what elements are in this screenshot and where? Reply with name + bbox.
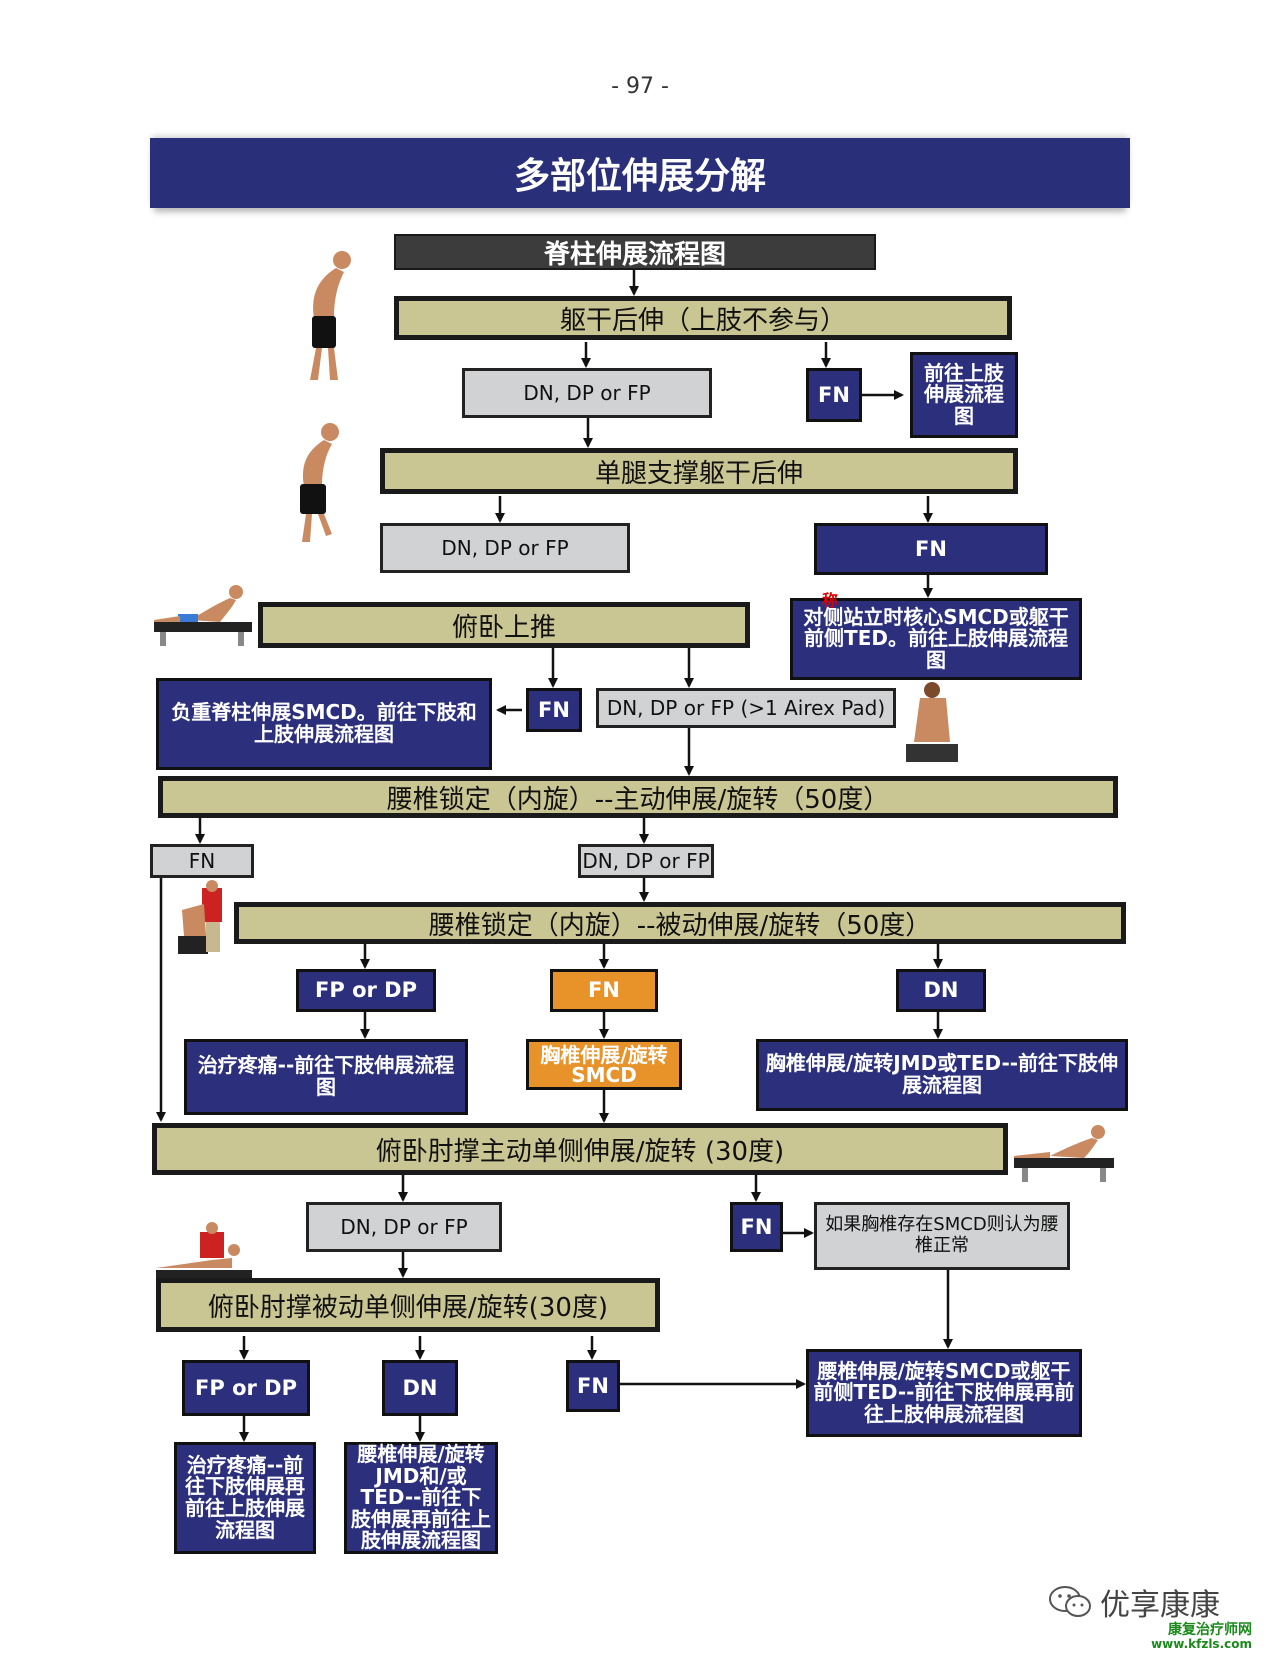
node-fn-1: FN <box>806 368 862 422</box>
node-dn-dp-fp-1: DN, DP or FP <box>462 368 712 418</box>
watermark-brand: 优享康康 <box>1100 1588 1220 1623</box>
node-lumbar-lock-active: 腰椎锁定（内旋）--主动伸展/旋转（50度） <box>158 776 1118 818</box>
prone-elbow-active-figure-icon <box>1014 1125 1114 1182</box>
node-dn-dp-fp-5: DN, DP or FP <box>306 1202 502 1252</box>
node-single-leg-extension: 单腿支撑躯干后伸 <box>380 448 1018 494</box>
node-dn-2: DN <box>382 1360 458 1416</box>
node-contra-smcd: 对侧站立时核心SMCD或躯干前侧TED。前往上肢伸展流程图 <box>790 598 1082 680</box>
node-treat-pain-2: 治疗疼痛--前往下肢伸展再前往上肢伸展流程图 <box>174 1442 316 1554</box>
node-fn-orange: FN <box>550 969 658 1012</box>
node-lumbar-lock-passive: 腰椎锁定（内旋）--被动伸展/旋转（50度） <box>234 902 1126 944</box>
node-if-thoracic-smcd: 如果胸椎存在SMCD则认为腰椎正常 <box>814 1202 1070 1270</box>
watermark-site-name: 康复治疗师网 <box>1168 1622 1252 1638</box>
node-prone-elbow-passive: 俯卧肘撑被动单侧伸展/旋转(30度) <box>156 1278 660 1332</box>
node-thoracic-jmd-ted: 胸椎伸展/旋转JMD或TED--前往下肢伸展流程图 <box>756 1039 1128 1111</box>
node-dn-1: DN <box>896 969 986 1012</box>
node-dn-dp-fp-2: DN, DP or FP <box>380 523 630 573</box>
watermark-site: 康复治疗师网 www.kfzls.com <box>1151 1622 1252 1652</box>
node-fn-5: FN <box>730 1202 783 1252</box>
node-dn-dp-fp-4: DN, DP or FP <box>578 844 714 878</box>
node-lumbar-jmd-final: 腰椎伸展/旋转JMD和/或TED--前往下肢伸展再前往上肢伸展流程图 <box>344 1442 498 1554</box>
airex-pad-figure-icon <box>906 682 958 762</box>
banner-title: 多部位伸展分解 <box>150 138 1130 208</box>
node-goto-upper-1: 前往上肢伸展流程图 <box>910 352 1018 438</box>
node-airex-pad: DN, DP or FP (>1 Airex Pad) <box>596 688 896 728</box>
node-fn-3: FN <box>526 688 582 732</box>
single-leg-extension-figure-icon <box>300 423 339 542</box>
lumbar-lock-active-figure-icon <box>178 880 222 954</box>
node-treat-pain-1: 治疗疼痛--前往下肢伸展流程图 <box>184 1039 468 1115</box>
flow-title: 脊柱伸展流程图 <box>394 234 876 270</box>
node-fn-6: FN <box>566 1360 620 1412</box>
node-prone-pushup: 俯卧上推 <box>258 602 750 648</box>
wechat-icon <box>1049 1586 1091 1617</box>
node-weight-bearing-smcd: 负重脊柱伸展SMCD。前往下肢和上肢伸展流程图 <box>156 678 492 770</box>
prone-pushup-figure-icon <box>154 585 252 646</box>
node-fn-2: FN <box>814 523 1048 575</box>
red-mark: 称 <box>822 591 839 610</box>
node-fp-or-dp-2: FP or DP <box>182 1360 310 1416</box>
standing-extension-figure-icon <box>310 251 351 380</box>
node-prone-elbow-active: 俯卧肘撑主动单侧伸展/旋转 (30度) <box>152 1123 1008 1175</box>
node-trunk-extension: 躯干后伸（上肢不参与） <box>394 296 1012 340</box>
prone-elbow-passive-figure-icon <box>156 1222 252 1294</box>
node-fp-or-dp-1: FP or DP <box>296 969 436 1012</box>
node-lumbar-smcd-final: 腰椎伸展/旋转SMCD或躯干前侧TED--前往下肢伸展再前往上肢伸展流程图 <box>806 1349 1082 1437</box>
page-number: - 97 - <box>611 74 669 99</box>
node-fn-4: FN <box>150 844 254 878</box>
watermark-site-url: www.kfzls.com <box>1151 1637 1252 1652</box>
node-thoracic-smcd: 胸椎伸展/旋转SMCD <box>526 1039 682 1090</box>
watermark: 优享康康 <box>1048 1580 1220 1624</box>
